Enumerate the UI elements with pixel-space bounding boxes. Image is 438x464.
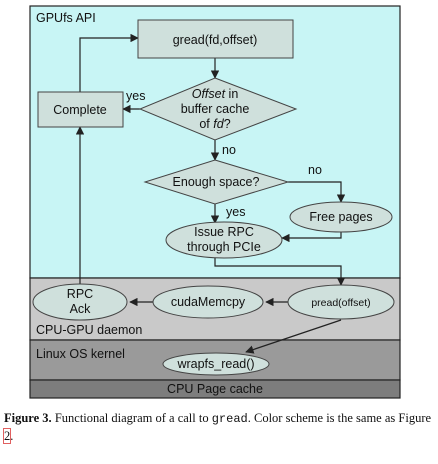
space-check-diamond [143,159,290,205]
caption-text-3: . [10,429,14,443]
edge-pread-to-wrapfs [245,319,342,354]
cache-check-in-word: in [225,87,238,101]
figure-reference-link[interactable]: 2 [2,428,12,444]
free-pages-label: Free pages [309,210,372,224]
complete-label: Complete [53,103,107,117]
cache-check-diamond [138,77,298,141]
wrapfs-read-label: wrapfs_read() [176,357,254,371]
free-pages-node [289,201,393,233]
linux-kernel-label: Linux OS kernel [36,347,125,361]
cache-check-line3: of fd? [199,117,230,131]
rpc-ack-line1: RPC [67,287,93,301]
caption-text-1: Functional diagram of a call to [51,411,212,425]
gread-functional-diagram: GPUfs API CPU-GPU daemon Linux OS kernel… [29,5,401,399]
rpc-ack-node [32,283,128,321]
cpu-page-cache-label: CPU Page cache [167,382,263,396]
cuda-memcpy-node [152,285,264,319]
edge-free-pages-to-rpc [281,232,342,243]
cache-check-line2: buffer cache [181,102,250,116]
gread-label: gread(fd,offset) [173,33,258,47]
edge-label-no-space: no [308,163,322,177]
caption-text-2: . Color scheme is the same as Figure [247,411,432,425]
edge-label-no-cache: no [222,143,236,157]
figure-number: Figure 3. [4,411,52,425]
rpc-ack-line2: Ack [70,302,92,316]
figure-caption: Figure 3. Functional diagram of a call t… [2,410,436,445]
wrapfs-read-node [162,352,270,376]
pread-label: pread(offset) [311,297,370,309]
cache-check-line1: Offset in [192,87,239,101]
edge-label-yes-space: yes [226,205,245,219]
space-check-label: Enough space? [173,175,260,189]
cache-check-of-word: of [199,117,213,131]
gpufs-api-label: GPUfs API [36,11,96,25]
cpu-page-cache-region [29,379,401,399]
pread-node [287,284,395,320]
issue-rpc-line1: Issue RPC [194,225,254,239]
cuda-memcpy-label: cudaMemcpy [171,295,246,309]
issue-rpc-node [165,221,283,259]
complete-node [37,91,124,128]
cache-check-offset-word: Offset [192,87,226,101]
edge-complete-to-gread [79,33,139,92]
gread-node [137,19,294,59]
edge-space-check-to-free-pages [288,181,346,203]
caption-code-gread: gread [211,412,248,426]
edge-label-yes-complete: yes [126,89,145,103]
edge-rpc-to-pread [214,257,346,286]
issue-rpc-line2: through PCIe [187,240,261,254]
cache-check-fd-word: fd [213,117,224,131]
cpu-gpu-daemon-label: CPU-GPU daemon [36,323,142,337]
cache-check-question: ? [224,117,231,131]
